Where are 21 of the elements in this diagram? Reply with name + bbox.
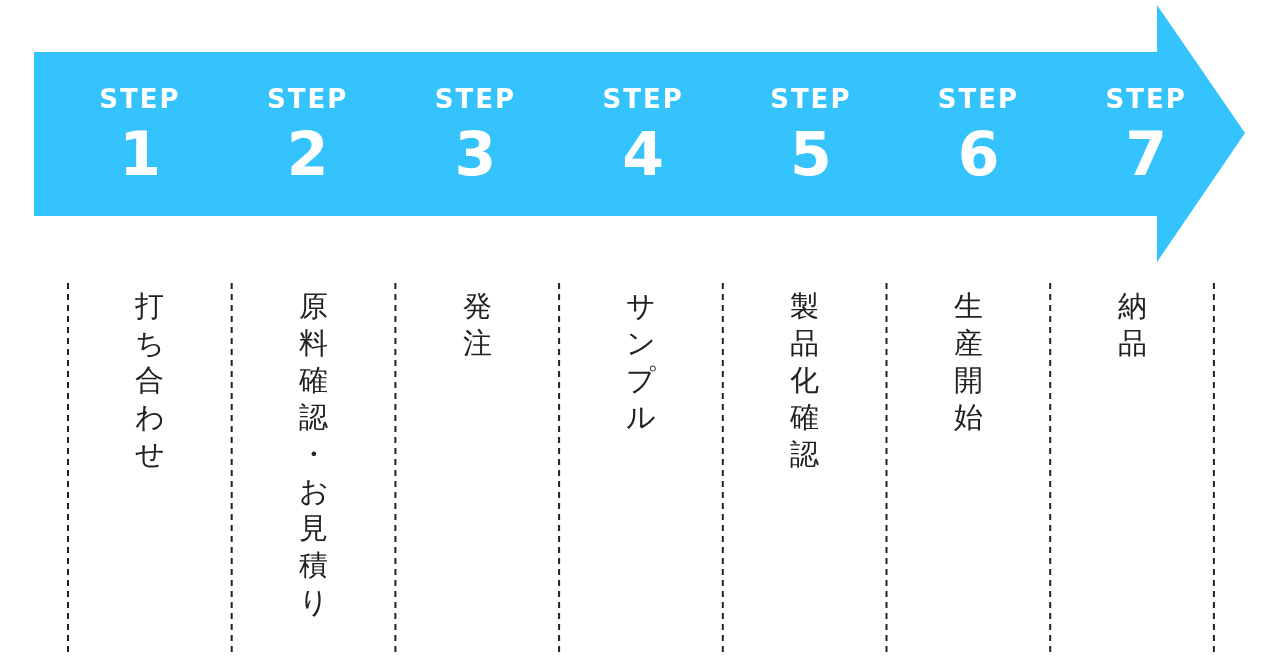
step-label: STEP bbox=[267, 86, 349, 112]
step-description: 発注 bbox=[461, 288, 493, 362]
step-number: 4 bbox=[622, 124, 664, 184]
step-label: STEP bbox=[937, 86, 1020, 112]
step-label: STEP bbox=[99, 86, 181, 112]
step-number: 6 bbox=[957, 124, 1000, 184]
step-number: 5 bbox=[789, 124, 832, 184]
step-description: 原料確認・お見積り bbox=[297, 288, 330, 621]
step-label: STEP bbox=[1105, 86, 1187, 112]
step-number: 3 bbox=[454, 124, 497, 184]
step-label: STEP bbox=[602, 86, 684, 112]
step-description: 生産開始 bbox=[952, 288, 984, 436]
step-description: サンプル bbox=[624, 288, 657, 436]
step-label: STEP bbox=[434, 86, 517, 112]
step-label: STEP bbox=[770, 86, 852, 112]
step-number: 7 bbox=[1125, 124, 1168, 184]
step-description: 納品 bbox=[1116, 288, 1148, 362]
step-number: 1 bbox=[119, 124, 161, 184]
step-description: 製品化確認 bbox=[789, 288, 821, 473]
step-number: 2 bbox=[286, 124, 329, 184]
step-description: 打ち合わせ bbox=[133, 288, 166, 473]
